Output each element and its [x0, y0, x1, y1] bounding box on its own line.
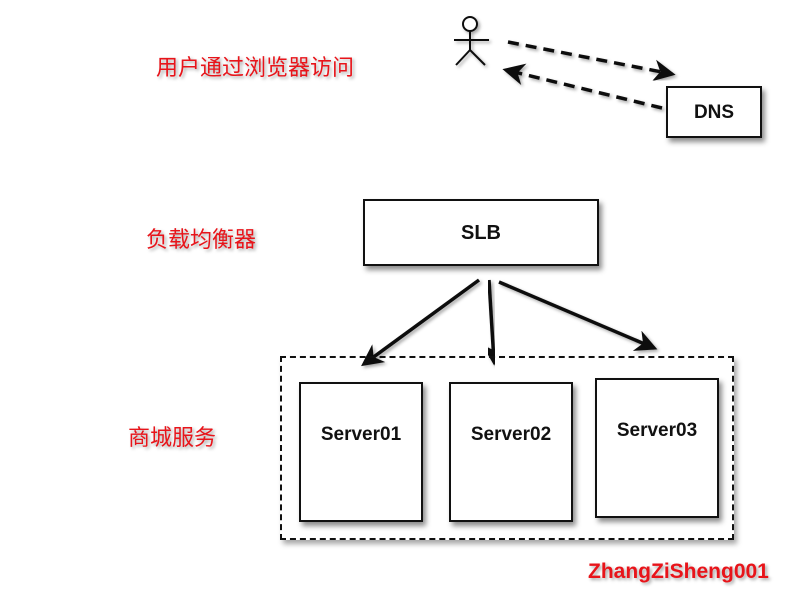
server03-node-label: Server03 — [616, 420, 698, 441]
author-watermark: ZhangZiSheng001 — [588, 560, 769, 583]
dns-node: DNS — [666, 86, 762, 138]
server01-node-label: Server01 — [320, 424, 402, 445]
mall-service-label: 商城服务 — [128, 426, 217, 451]
server02-node: Server02 — [449, 382, 573, 522]
server02-node-label: Server02 — [470, 424, 552, 445]
slb-node: SLB — [363, 199, 599, 266]
load-balancer-label: 负载均衡器 — [146, 228, 257, 253]
slb-to-server02-arrow — [481, 279, 504, 366]
slb-to-server03-arrow — [498, 280, 658, 351]
mall-service-group — [280, 356, 734, 540]
dns-node-label: DNS — [693, 102, 735, 123]
server03-node: Server03 — [595, 378, 719, 518]
server01-node: Server01 — [299, 382, 423, 522]
slb-node-label: SLB — [461, 222, 501, 244]
user-icon — [454, 16, 489, 66]
dns-to-user-arrow — [502, 63, 663, 110]
slb-to-server01-arrow — [361, 278, 481, 367]
user-to-dns-arrow — [507, 40, 676, 82]
user-access-label: 用户通过浏览器访问 — [156, 56, 355, 81]
